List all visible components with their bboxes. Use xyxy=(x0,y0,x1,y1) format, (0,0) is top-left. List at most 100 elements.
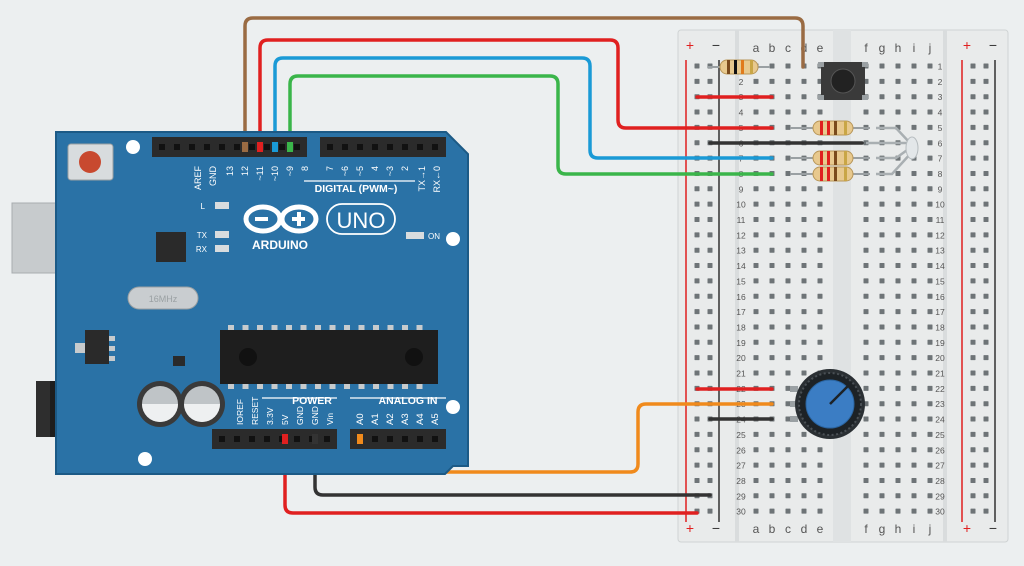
wire-pin9-green[interactable] xyxy=(288,74,774,176)
on-led xyxy=(406,232,424,239)
digital-pin-label: ~3 xyxy=(385,166,395,176)
pushbutton[interactable] xyxy=(818,62,868,100)
on-led-label: ON xyxy=(428,232,440,241)
power-pin-label: IOREF xyxy=(235,399,245,425)
digital-pin-label: 7 xyxy=(325,166,335,171)
power-pin-label: 3.3V xyxy=(265,407,275,425)
column-letter-left-top: b xyxy=(769,41,776,55)
digital-pin-label: TX→1 xyxy=(417,166,427,192)
column-letter-left-top: e xyxy=(817,41,824,55)
column-letter-left-bottom: a xyxy=(753,522,760,536)
column-letter-right-top: h xyxy=(895,41,902,55)
wire-endpoint xyxy=(242,142,248,152)
rail-plus-label-bottom-left: + xyxy=(686,520,694,536)
digital-pin-label: ~6 xyxy=(340,166,350,176)
wire-endpoints xyxy=(242,142,363,444)
row-number-left: 20 xyxy=(736,353,746,363)
row-number-left: 27 xyxy=(736,461,746,471)
rgb-led xyxy=(866,126,919,176)
row-number-left: 2 xyxy=(739,77,744,87)
column-letter-left-bottom: e xyxy=(817,522,824,536)
row-number-left: 17 xyxy=(736,307,746,317)
digital-pin-label: AREF xyxy=(193,166,203,191)
row-number-right: 30 xyxy=(935,507,945,517)
row-number-right: 1 xyxy=(938,62,943,72)
reset-button-cap[interactable] xyxy=(79,151,101,173)
capacitor-1 xyxy=(137,381,183,427)
row-numbers: 1122334455667788991010111112121313141415… xyxy=(736,62,945,517)
column-letter-left-bottom: c xyxy=(785,522,791,536)
row-number-left: 10 xyxy=(736,200,746,210)
digital-pin-label: 12 xyxy=(240,166,250,176)
led-rx-label: RX xyxy=(196,245,208,254)
analog-pin-label: A5 xyxy=(430,413,441,425)
row-number-right: 10 xyxy=(935,200,945,210)
digital-pin-label: RX←0 xyxy=(432,166,442,193)
column-letter-right-bottom: g xyxy=(879,522,886,536)
power-header xyxy=(212,429,337,449)
column-letter-left-bottom: d xyxy=(801,522,808,536)
row-number-right: 14 xyxy=(935,261,945,271)
row-number-right: 15 xyxy=(935,276,945,286)
uno-badge xyxy=(326,203,396,235)
row-number-right: 7 xyxy=(938,154,943,164)
column-letter-right-bottom: j xyxy=(928,522,932,536)
row-number-right: 19 xyxy=(935,338,945,348)
wire-gnd-black[interactable] xyxy=(313,438,712,497)
rail-plus-label-top-right: + xyxy=(963,37,971,53)
digital-pin-label: ~11 xyxy=(255,166,265,181)
wire-endpoint xyxy=(282,434,288,444)
wire-endpoint xyxy=(272,142,278,152)
row-number-left: 13 xyxy=(736,246,746,256)
digital-pin-label: ~9 xyxy=(285,166,295,176)
digital-header-right xyxy=(320,137,446,157)
resistor-row2 xyxy=(708,59,770,75)
column-letter-right-bottom: f xyxy=(864,522,868,536)
pushbutton-cap[interactable] xyxy=(830,68,856,94)
potentiometer[interactable] xyxy=(790,369,865,439)
row-number-right: 29 xyxy=(935,491,945,501)
crystal-label: 16MHz xyxy=(149,294,178,304)
row-number-right: 21 xyxy=(935,369,945,379)
row-number-right: 6 xyxy=(938,138,943,148)
wire-endpoint xyxy=(257,142,263,152)
row-number-right: 25 xyxy=(935,430,945,440)
row-number-right: 20 xyxy=(935,353,945,363)
analog-header xyxy=(350,429,446,449)
row-number-right: 3 xyxy=(938,92,943,102)
wire-pin10-blue[interactable] xyxy=(273,56,774,160)
wire-5v-red[interactable] xyxy=(283,438,699,515)
rail-plus-label-top-left: + xyxy=(686,37,694,53)
arduino-logo xyxy=(243,204,319,234)
wire-pin12-brown[interactable] xyxy=(243,16,805,142)
row-number-right: 8 xyxy=(938,169,943,179)
analog-pin-label: A3 xyxy=(400,413,411,425)
row-number-left: 12 xyxy=(736,230,746,240)
row-number-right: 13 xyxy=(935,246,945,256)
row-number-right: 18 xyxy=(935,322,945,332)
row-number-left: 19 xyxy=(736,338,746,348)
crystal-oscillator xyxy=(127,286,199,310)
row-number-left: 28 xyxy=(736,476,746,486)
row-number-left: 16 xyxy=(736,292,746,302)
arduino-brand-text: ARDUINO xyxy=(252,238,308,252)
digital-header-left xyxy=(152,137,307,157)
row-number-left: 18 xyxy=(736,322,746,332)
row-number-left: 30 xyxy=(736,507,746,517)
led-tx-label: TX xyxy=(197,231,208,240)
row-number-right: 5 xyxy=(938,123,943,133)
column-letter-right-bottom: h xyxy=(895,522,902,536)
row-number-left: 29 xyxy=(736,491,746,501)
column-letter-left-bottom: b xyxy=(769,522,776,536)
row-number-right: 23 xyxy=(935,399,945,409)
column-letter-right-bottom: i xyxy=(913,522,916,536)
power-pin-label: GND xyxy=(310,406,320,425)
row-number-right: 12 xyxy=(935,230,945,240)
row-number-right: 2 xyxy=(938,77,943,87)
wire-pin11-red[interactable] xyxy=(258,38,774,142)
digital-pin-label: 4 xyxy=(370,166,380,171)
